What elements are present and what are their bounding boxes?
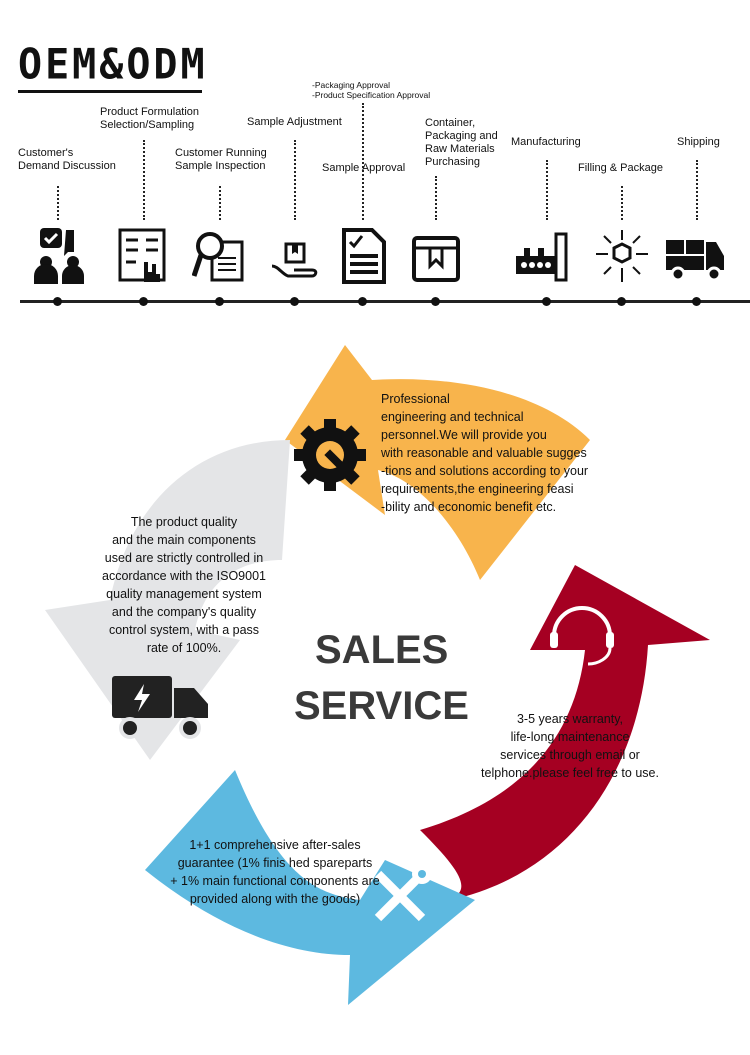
connector (435, 176, 437, 220)
timeline-dot (139, 297, 148, 306)
timeline-dot (692, 297, 701, 306)
blue-arrow (145, 770, 475, 1005)
tools-icon (374, 864, 432, 922)
center-title-service: SERVICE (294, 684, 469, 728)
red-panel-text: 3-5 years warranty, life-long maintenanc… (481, 712, 659, 780)
checklist-icon (342, 228, 386, 284)
orange-arrow (285, 345, 590, 580)
logo-title: OEM&ODM (18, 40, 208, 90)
logo-underline (18, 90, 202, 93)
hand-box-icon (271, 242, 318, 278)
connector (57, 186, 59, 220)
timeline-dot (358, 297, 367, 306)
gear-wrench-icon (294, 419, 366, 491)
headset-icon (550, 606, 614, 666)
connector (546, 160, 548, 220)
step-label-7: Manufacturing (511, 136, 581, 148)
step-label-2: Product Formulation Selection/Sampling (100, 106, 200, 131)
timeline-dot (542, 297, 551, 306)
connector (294, 140, 296, 220)
connector (621, 186, 623, 220)
connector (219, 186, 221, 220)
inspection-icon (192, 232, 244, 282)
connector (696, 160, 698, 220)
orange-panel-text: Professional engineering and technical p… (381, 392, 589, 514)
step-label-6: Container, Packaging and Raw Materials P… (425, 117, 498, 168)
box-icon (412, 236, 460, 282)
truck-icon-large (112, 676, 208, 739)
factory-icon (516, 232, 568, 282)
step-label-3: Customer Running Sample Inspection (175, 147, 267, 172)
timeline-dot (431, 297, 440, 306)
step-label-8: Filling & Package (578, 162, 663, 174)
step-label-1: Customer's Demand Discussion (18, 147, 116, 172)
timeline-dot (215, 297, 224, 306)
step-label-4: Sample Adjustment (247, 116, 342, 128)
timeline-dot (290, 297, 299, 306)
timeline-line (20, 300, 750, 303)
customer-discussion-icon (34, 228, 84, 284)
approval-notes: -Packaging Approval -Product Specificati… (312, 80, 431, 100)
package-icon (596, 230, 648, 282)
truck-icon (666, 240, 724, 282)
formulation-icon (118, 228, 166, 282)
timeline-dot (617, 297, 626, 306)
gray-arrow (45, 440, 290, 760)
center-title-sales: SALES (315, 628, 449, 672)
connector (362, 103, 364, 220)
blue-panel-text: 1+1 comprehensive after-sales guarantee … (170, 838, 380, 906)
timeline-dot (53, 297, 62, 306)
gray-panel-text: The product quality and the main compone… (102, 515, 266, 655)
step-label-9: Shipping (677, 136, 720, 148)
red-arrow (420, 565, 710, 905)
step-label-5: Sample Approval (322, 162, 406, 174)
connector (143, 140, 145, 220)
